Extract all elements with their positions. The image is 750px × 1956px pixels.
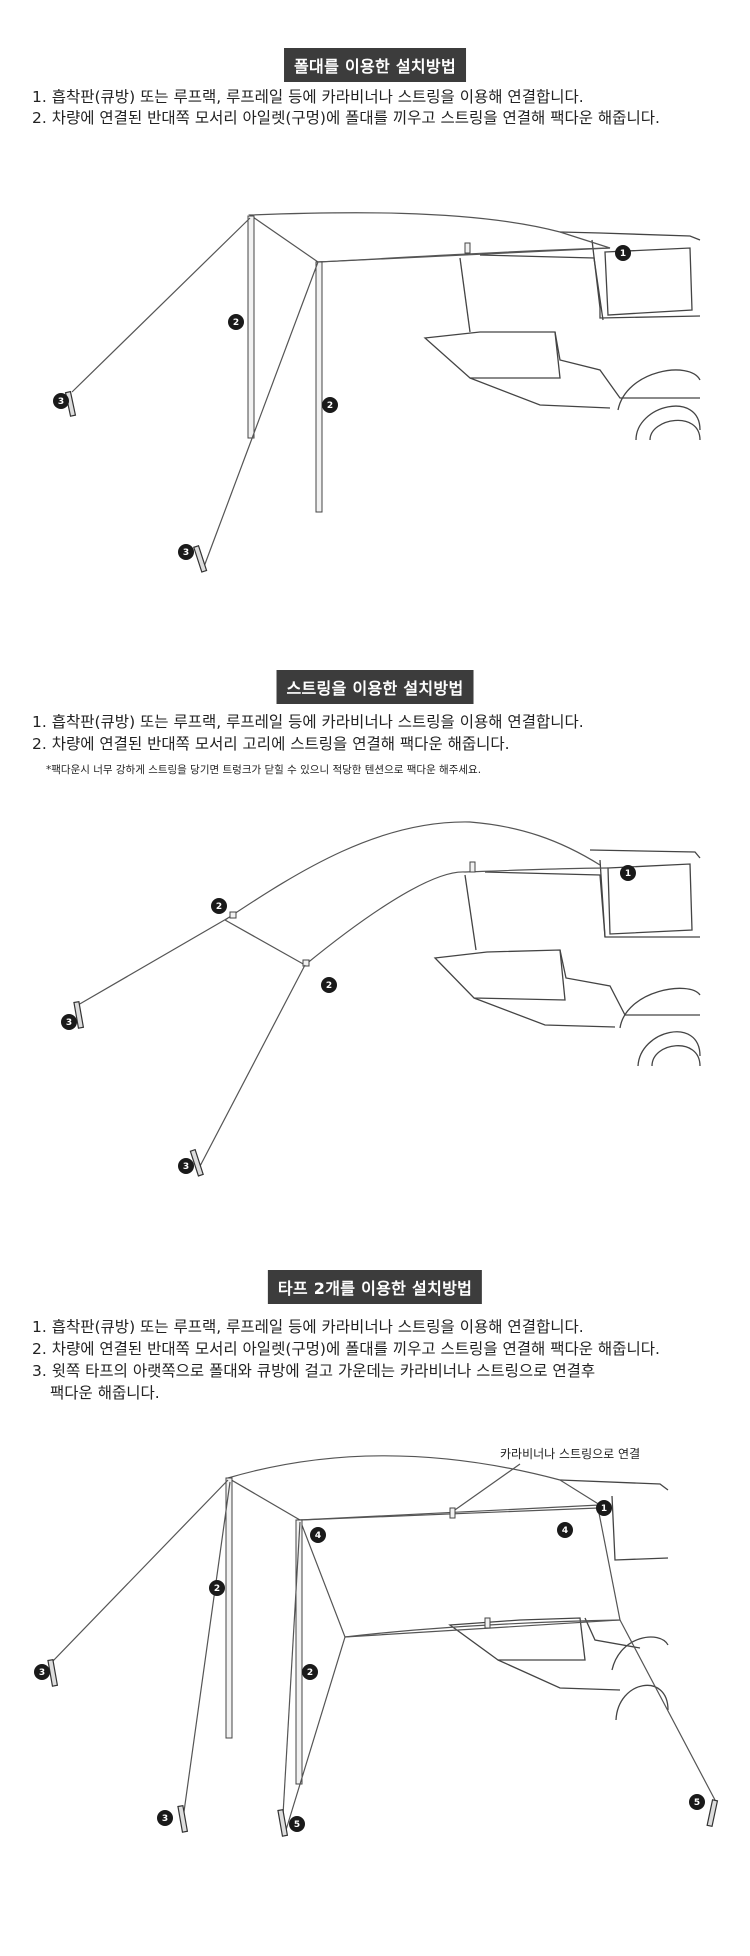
peg: [193, 545, 208, 573]
car-rear-illustration: [448, 1479, 669, 1721]
badge-5: 5: [689, 1794, 705, 1810]
badge-2: 2: [211, 898, 227, 914]
svg-text:3: 3: [183, 548, 189, 558]
step-1: 1. 흡착판(큐방) 또는 루프랙, 루프레일 등에 카라비너나 스트링을 이용…: [32, 88, 584, 106]
pole-right: [295, 1519, 303, 1785]
peg: [189, 1148, 204, 1177]
badge-3: 3: [178, 544, 194, 560]
svg-text:5: 5: [294, 1820, 300, 1830]
caution-note: *팩다운시 너무 강하게 스트링을 당기면 트렁크가 닫힐 수 있으니 적당한 …: [46, 764, 482, 776]
badge-5: 5: [289, 1816, 305, 1832]
badge-2: 2: [302, 1664, 318, 1680]
peg: [73, 1000, 85, 1029]
car-rear-illustration: [433, 849, 701, 1067]
tarp-outline: [224, 821, 601, 921]
svg-text:3: 3: [58, 397, 64, 407]
svg-text:2: 2: [327, 401, 333, 411]
step-1: 1. 흡착판(큐방) 또는 루프랙, 루프레일 등에 카라비너나 스트링을 이용…: [32, 713, 584, 731]
svg-text:3: 3: [162, 1814, 168, 1824]
svg-text:2: 2: [326, 981, 332, 991]
pole-right: [315, 261, 323, 513]
tarp-outline: [248, 212, 611, 263]
badge-4: 4: [557, 1522, 573, 1538]
peg: [47, 1658, 59, 1687]
svg-text:4: 4: [315, 1531, 321, 1541]
svg-text:2: 2: [307, 1668, 313, 1678]
step-3: 3. 윗쪽 타프의 아랫쪽으로 폴대와 큐방에 걸고 가운데는 카라비너나 스트…: [32, 1362, 596, 1380]
badge-1: 1: [596, 1500, 612, 1516]
badge-3: 3: [61, 1014, 77, 1030]
car-rear-illustration: [423, 231, 701, 441]
svg-text:1: 1: [620, 249, 626, 259]
pole-left: [225, 1477, 233, 1739]
svg-text:1: 1: [601, 1504, 607, 1514]
svg-text:5: 5: [694, 1798, 700, 1808]
step-2: 2. 차량에 연결된 반대쪽 모서리 고리에 스트링을 연결해 팩다운 해줍니다…: [32, 735, 510, 753]
badge-2: 2: [322, 397, 338, 413]
svg-text:2: 2: [214, 1584, 220, 1594]
carabiner-callout: 카라비너나 스트링으로 연결: [500, 1447, 640, 1461]
peg: [177, 1804, 189, 1833]
step-3-continued: 팩다운 해줍니다.: [50, 1384, 160, 1402]
badge-3: 3: [157, 1810, 173, 1826]
svg-text:3: 3: [39, 1668, 45, 1678]
svg-text:4: 4: [562, 1526, 568, 1536]
svg-text:1: 1: [625, 869, 631, 879]
section-title: 폴대를 이용한 설치방법: [284, 48, 466, 82]
badge-2: 2: [228, 314, 244, 330]
pole-left: [247, 215, 255, 439]
badge-3: 3: [53, 393, 69, 409]
peg: [277, 1808, 289, 1837]
svg-text:3: 3: [66, 1018, 72, 1028]
svg-text:2: 2: [233, 318, 239, 328]
svg-text:2: 2: [216, 902, 222, 912]
svg-text:3: 3: [183, 1162, 189, 1172]
badge-2: 2: [321, 977, 337, 993]
section-title: 스트링을 이용한 설치방법: [276, 670, 474, 704]
pole-install-diagram: 1 2 2 3 3: [53, 212, 701, 573]
string-install-diagram: 1 2 2 3 3: [61, 821, 701, 1177]
step-2: 2. 차량에 연결된 반대쪽 모서리 아일렛(구멍)에 폴대를 끼우고 스트링을…: [32, 109, 660, 127]
badge-3: 3: [178, 1158, 194, 1174]
upper-tarp-outline: [226, 1455, 602, 1521]
badge-4: 4: [310, 1527, 326, 1543]
badge-2: 2: [209, 1580, 225, 1596]
step-2: 2. 차량에 연결된 반대쪽 모서리 아일렛(구멍)에 폴대를 끼우고 스트링을…: [32, 1340, 660, 1358]
section-title: 타프 2개를 이용한 설치방법: [267, 1270, 483, 1304]
peg: [706, 1799, 719, 1828]
badge-3: 3: [34, 1664, 50, 1680]
badge-1: 1: [620, 865, 636, 881]
badge-1: 1: [615, 245, 631, 261]
step-1: 1. 흡착판(큐방) 또는 루프랙, 루프레일 등에 카라비너나 스트링을 이용…: [32, 1318, 584, 1336]
